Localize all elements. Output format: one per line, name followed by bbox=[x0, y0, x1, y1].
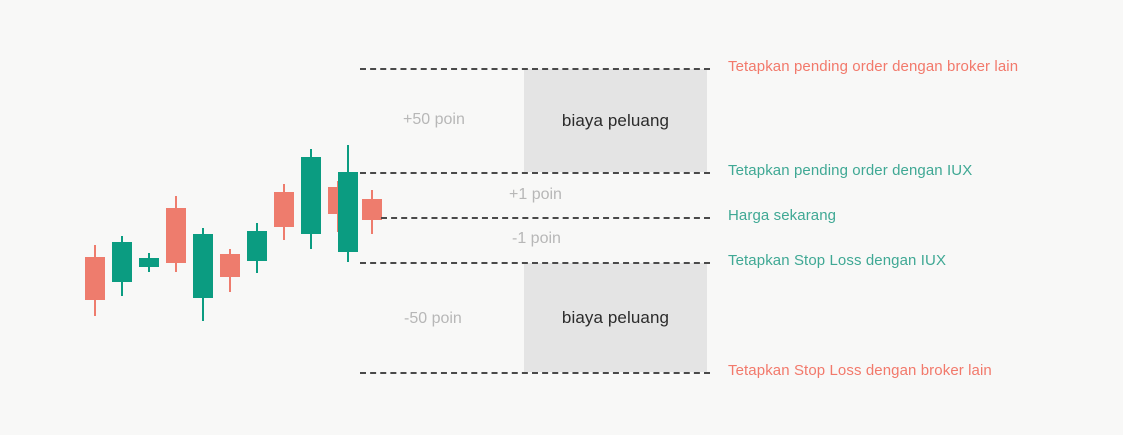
candle-8-down bbox=[274, 184, 294, 240]
candle-body bbox=[338, 172, 358, 252]
point-annotation-minus-50: -50 poin bbox=[404, 310, 462, 327]
candle-body bbox=[247, 231, 267, 261]
candle-body bbox=[166, 208, 186, 263]
point-annotation-plus-50: +50 poin bbox=[403, 111, 465, 128]
level-legend-pending-order-iux: Tetapkan pending order dengan IUX bbox=[728, 162, 973, 179]
candle-3-up bbox=[139, 253, 159, 272]
level-legend-pending-order-other-broker: Tetapkan pending order dengan broker lai… bbox=[728, 58, 1019, 75]
candle-body bbox=[112, 242, 132, 282]
candle-5-up bbox=[193, 228, 213, 321]
candle-body bbox=[85, 257, 105, 300]
candle-body bbox=[139, 258, 159, 267]
point-annotation-minus-1: -1 poin bbox=[512, 230, 561, 247]
candle-1-down bbox=[85, 245, 105, 316]
candle-12-down bbox=[362, 190, 382, 234]
opportunity-cost-label: biaya peluang bbox=[561, 110, 670, 130]
level-legend-current-price: Harga sekarang bbox=[728, 207, 837, 224]
candle-body bbox=[220, 254, 240, 277]
candle-body bbox=[274, 192, 294, 227]
level-legend-stop-loss-other-broker: Tetapkan Stop Loss dengan broker lain bbox=[728, 362, 992, 379]
level-line-pending-order-other-broker bbox=[360, 68, 710, 70]
candle-4-down bbox=[166, 196, 186, 272]
point-annotation-plus-1: +1 poin bbox=[509, 186, 562, 203]
candle-body bbox=[193, 234, 213, 298]
upper-opportunity-cost: biaya peluang bbox=[524, 69, 707, 172]
level-legend-stop-loss-iux: Tetapkan Stop Loss dengan IUX bbox=[728, 252, 947, 269]
level-line-current-price bbox=[381, 217, 710, 219]
candle-6-down bbox=[220, 249, 240, 292]
candle-body bbox=[301, 157, 321, 234]
level-line-pending-order-iux bbox=[360, 172, 710, 174]
level-line-stop-loss-other-broker bbox=[360, 372, 710, 374]
candle-7-up bbox=[247, 223, 267, 273]
candle-11-up bbox=[338, 145, 358, 262]
candle-9-up bbox=[301, 149, 321, 249]
candle-body bbox=[362, 199, 382, 220]
candle-2-up bbox=[112, 236, 132, 296]
opportunity-cost-label: biaya peluang bbox=[561, 307, 670, 327]
lower-opportunity-cost: biaya peluang bbox=[524, 263, 707, 372]
level-line-stop-loss-iux bbox=[360, 262, 710, 264]
